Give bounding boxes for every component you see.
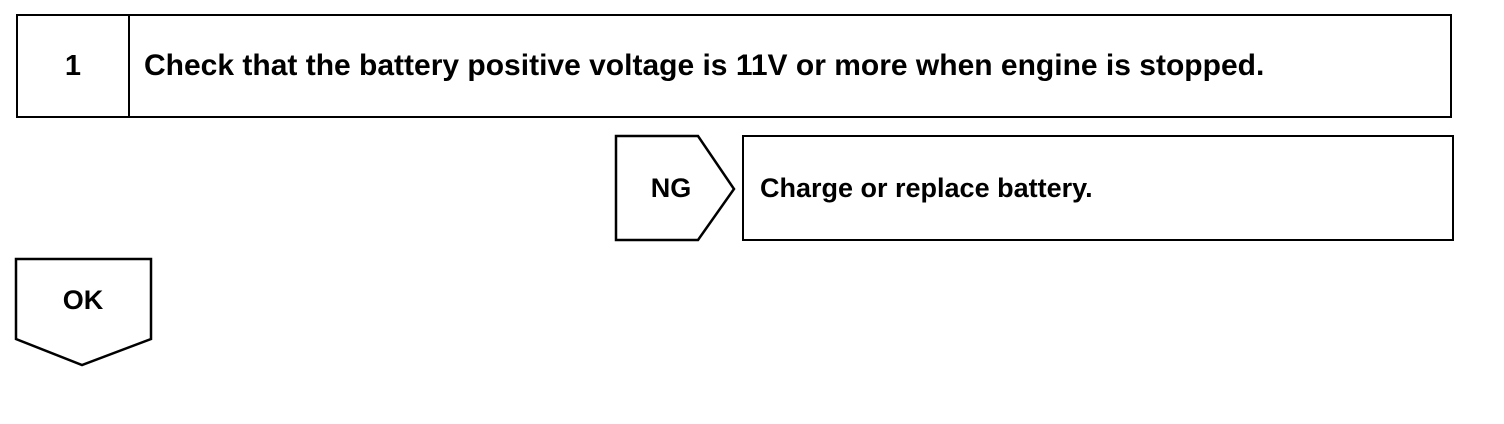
ng-action-text: Charge or replace battery. bbox=[760, 172, 1093, 203]
step-instruction: Check that the battery positive voltage … bbox=[144, 49, 1265, 82]
step-number: 1 bbox=[18, 16, 130, 116]
step-box: 1 Check that the battery positive voltag… bbox=[16, 14, 1452, 118]
ng-arrow-shape bbox=[614, 134, 736, 242]
ok-label: OK bbox=[62, 284, 104, 315]
ng-label: NG bbox=[650, 172, 692, 203]
ok-arrow-shape bbox=[14, 257, 153, 367]
ng-action-box: Charge or replace battery. bbox=[742, 135, 1454, 241]
